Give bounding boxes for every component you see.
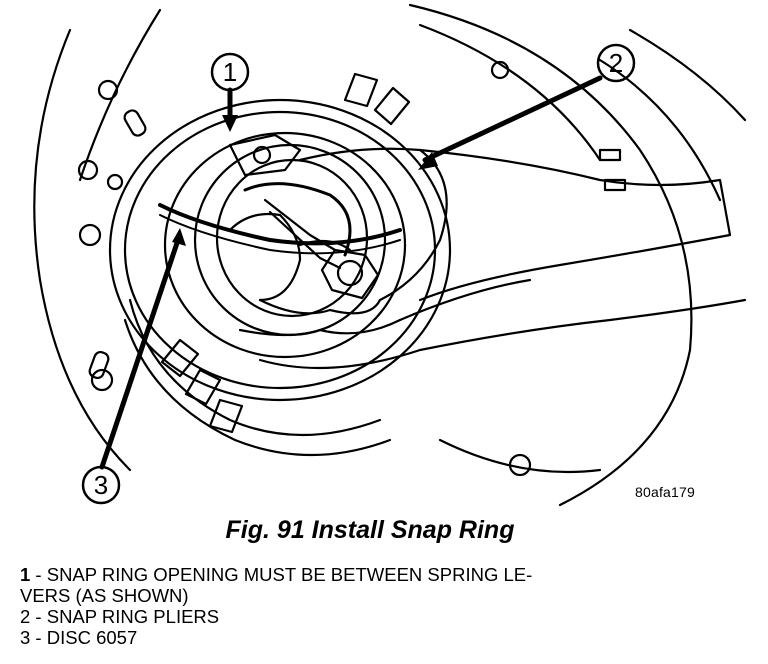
legend: 1 - SNAP RING OPENING MUST BE BETWEEN SP… bbox=[20, 564, 740, 648]
housing-left-arc bbox=[33, 28, 132, 472]
legend-number: 1 bbox=[20, 564, 31, 585]
legend-item: VERS (AS SHOWN) bbox=[20, 585, 740, 606]
legend-number: 3 bbox=[20, 627, 31, 648]
legend-text: - SNAP RING PLIERS bbox=[30, 606, 220, 627]
legend-text: - DISC 6057 bbox=[30, 627, 138, 648]
snap-ring-installation-illustration: 1 2 3 bbox=[33, 3, 747, 507]
figure-code: 80afa179 bbox=[635, 484, 695, 500]
legend-text: VERS (AS SHOWN) bbox=[20, 585, 189, 606]
callout-3-label: 3 bbox=[94, 470, 108, 500]
callout-1-label: 1 bbox=[223, 57, 237, 87]
legend-text: - SNAP RING OPENING MUST BE BETWEEN SPRI… bbox=[30, 564, 533, 585]
legend-item: 1 - SNAP RING OPENING MUST BE BETWEEN SP… bbox=[20, 564, 740, 585]
legend-item: 3 - DISC 6057 bbox=[20, 627, 740, 648]
legend-number: 2 bbox=[20, 606, 31, 627]
figure-caption: Fig. 91 Install Snap Ring bbox=[225, 516, 515, 544]
callout-2-label: 2 bbox=[609, 48, 623, 78]
housing-right-arc bbox=[408, 3, 693, 507]
legend-item: 2 - SNAP RING PLIERS bbox=[20, 606, 740, 627]
